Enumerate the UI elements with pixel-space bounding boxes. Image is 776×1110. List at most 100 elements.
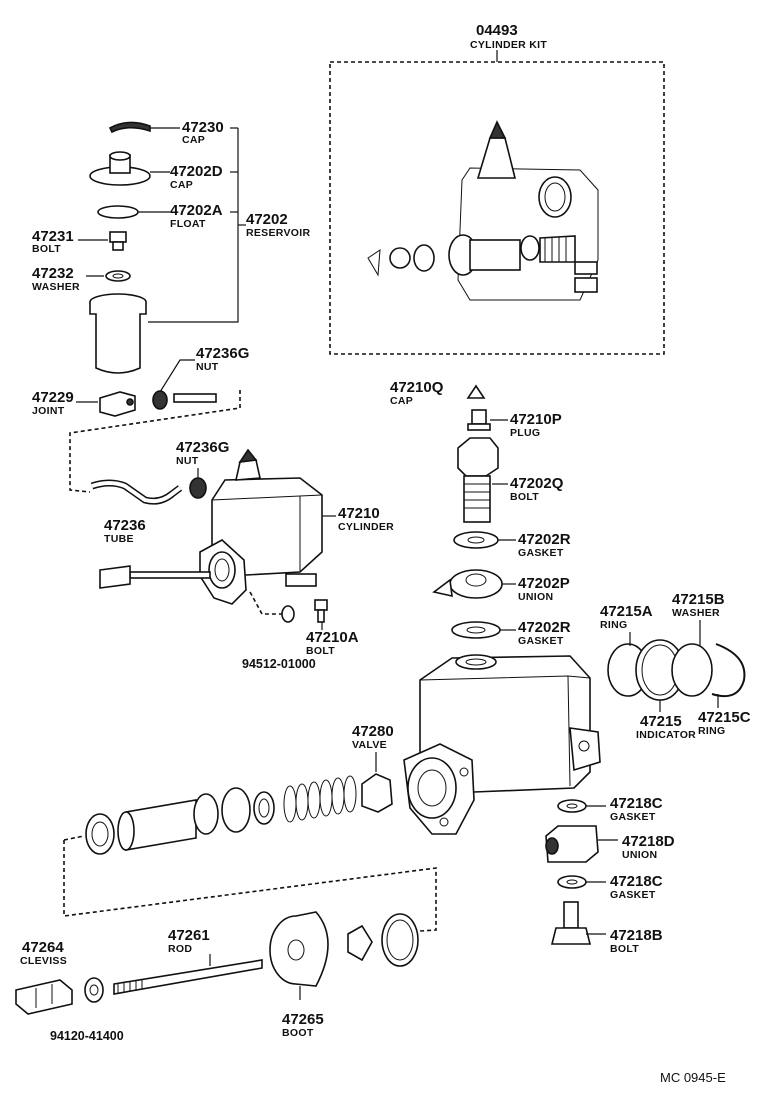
svg-text:GASKET: GASKET bbox=[518, 635, 564, 647]
svg-text:47202R: 47202R bbox=[518, 619, 571, 636]
svg-text:CAP: CAP bbox=[182, 134, 205, 146]
svg-text:RING: RING bbox=[600, 619, 627, 631]
svg-text:47215: 47215 bbox=[640, 713, 682, 730]
svg-text:47215B: 47215B bbox=[672, 591, 725, 608]
svg-text:47218C: 47218C bbox=[610, 795, 663, 812]
svg-text:47202P: 47202P bbox=[518, 575, 570, 592]
callout-47210A: 47210A BOLT bbox=[306, 629, 359, 657]
cylinder-kit-box bbox=[329, 50, 665, 355]
svg-text:ROD: ROD bbox=[168, 943, 192, 955]
svg-text:47218D: 47218D bbox=[622, 833, 675, 850]
svg-text:47210P: 47210P bbox=[510, 411, 562, 428]
callout-47215B: 47215B WASHER bbox=[672, 591, 725, 619]
svg-text:94120-41400: 94120-41400 bbox=[50, 1029, 124, 1043]
svg-text:FLOAT: FLOAT bbox=[170, 218, 206, 230]
svg-text:RING: RING bbox=[698, 725, 725, 737]
rod-clevis-boot bbox=[15, 911, 419, 1015]
callout-47218C-bottom: 47218C GASKET bbox=[610, 873, 663, 901]
callout-47202R-bottom: 47202R GASKET bbox=[518, 619, 571, 647]
svg-text:CAP: CAP bbox=[170, 179, 193, 191]
svg-text:UNION: UNION bbox=[622, 849, 657, 861]
svg-text:GASKET: GASKET bbox=[610, 889, 656, 901]
svg-text:47210A: 47210A bbox=[306, 629, 359, 646]
callout-47215C: 47215C RING bbox=[698, 709, 751, 737]
svg-text:GASKET: GASKET bbox=[518, 547, 564, 559]
callout-47202Q: 47202Q BOLT bbox=[510, 475, 564, 503]
callout-47215A: 47215A RING bbox=[600, 603, 653, 631]
svg-text:47215C: 47215C bbox=[698, 709, 751, 726]
svg-text:47264: 47264 bbox=[22, 939, 64, 956]
svg-text:BOLT: BOLT bbox=[32, 243, 61, 255]
svg-text:GASKET: GASKET bbox=[610, 811, 656, 823]
callout-47215: 47215 INDICATOR bbox=[636, 713, 696, 741]
callout-kit: 04493 CYLINDER KIT bbox=[470, 22, 547, 51]
svg-text:47265: 47265 bbox=[282, 1011, 324, 1028]
svg-text:INDICATOR: INDICATOR bbox=[636, 729, 696, 741]
svg-text:47210: 47210 bbox=[338, 505, 380, 522]
svg-text:47202A: 47202A bbox=[170, 202, 223, 219]
svg-text:CLEVISS: CLEVISS bbox=[20, 955, 67, 967]
svg-text:NUT: NUT bbox=[176, 455, 199, 467]
joint-tube-group bbox=[69, 359, 241, 505]
callout-47236: 47236 TUBE bbox=[104, 517, 146, 545]
svg-text:47218C: 47218C bbox=[610, 873, 663, 890]
svg-text:47236G: 47236G bbox=[196, 345, 249, 362]
svg-text:WASHER: WASHER bbox=[32, 281, 80, 293]
svg-text:47202R: 47202R bbox=[518, 531, 571, 548]
callout-47264: 47264 CLEVISS bbox=[20, 939, 67, 967]
callout-47202P: 47202P UNION bbox=[518, 575, 570, 603]
svg-text:94512-01000: 94512-01000 bbox=[242, 657, 316, 671]
svg-text:47202: 47202 bbox=[246, 211, 288, 228]
svg-text:47236G: 47236G bbox=[176, 439, 229, 456]
svg-text:CYLINDER: CYLINDER bbox=[338, 521, 394, 533]
callout-47210P: 47210P PLUG bbox=[510, 411, 562, 439]
svg-text:47261: 47261 bbox=[168, 927, 210, 944]
svg-text:47210Q: 47210Q bbox=[390, 379, 444, 396]
callout-47202R-top: 47202R GASKET bbox=[518, 531, 571, 559]
svg-text:47236: 47236 bbox=[104, 517, 146, 534]
callout-47202D: 47202D CAP bbox=[170, 163, 223, 191]
callout-47236G-mid: 47236G NUT bbox=[176, 439, 229, 467]
svg-text:RESERVOIR: RESERVOIR bbox=[246, 227, 310, 239]
svg-text:47202Q: 47202Q bbox=[510, 475, 564, 492]
callout-47210: 47210 CYLINDER bbox=[338, 505, 394, 533]
callout-47202A: 47202A FLOAT bbox=[170, 202, 223, 230]
svg-text:47231: 47231 bbox=[32, 228, 74, 245]
callout-47261: 47261 ROD bbox=[168, 927, 210, 955]
svg-text:47229: 47229 bbox=[32, 389, 74, 406]
callout-94120-41400: 94120-41400 bbox=[50, 1029, 124, 1043]
reservoir-group bbox=[78, 121, 246, 374]
piston-parts bbox=[63, 752, 437, 933]
indicator-rings bbox=[607, 620, 746, 712]
callout-47265: 47265 BOOT bbox=[282, 1011, 324, 1039]
callout-47218C-top: 47218C GASKET bbox=[610, 795, 663, 823]
callout-47232: 47232 WASHER bbox=[32, 265, 80, 293]
svg-text:JOINT: JOINT bbox=[32, 405, 65, 417]
svg-text:47232: 47232 bbox=[32, 265, 74, 282]
svg-text:47230: 47230 bbox=[182, 119, 224, 136]
svg-text:VALVE: VALVE bbox=[352, 739, 387, 751]
callout-94512-01000: 94512-01000 bbox=[242, 657, 316, 671]
diagram-code: MC 0945-E bbox=[660, 1070, 726, 1085]
svg-text:TUBE: TUBE bbox=[104, 533, 134, 545]
part-name-cylinder-kit: CYLINDER KIT bbox=[470, 39, 547, 51]
svg-text:NUT: NUT bbox=[196, 361, 219, 373]
callout-47230: 47230 CAP bbox=[182, 119, 224, 146]
callout-47229: 47229 JOINT bbox=[32, 389, 74, 417]
svg-text:BOLT: BOLT bbox=[306, 645, 335, 657]
part-number-04493: 04493 bbox=[476, 22, 518, 39]
svg-text:BOLT: BOLT bbox=[610, 943, 639, 955]
svg-text:BOLT: BOLT bbox=[510, 491, 539, 503]
svg-text:BOOT: BOOT bbox=[282, 1027, 314, 1039]
master-cylinder-body bbox=[403, 654, 601, 835]
svg-text:CAP: CAP bbox=[390, 395, 413, 407]
callout-47202: 47202 RESERVOIR bbox=[246, 211, 310, 239]
svg-text:WASHER: WASHER bbox=[672, 607, 720, 619]
callout-47218D: 47218D UNION bbox=[622, 833, 675, 861]
callout-47218B: 47218B BOLT bbox=[610, 927, 663, 955]
union-chain bbox=[432, 384, 516, 639]
svg-text:PLUG: PLUG bbox=[510, 427, 540, 439]
callout-47210Q: 47210Q CAP bbox=[390, 379, 444, 407]
callout-47280: 47280 VALVE bbox=[352, 723, 394, 751]
